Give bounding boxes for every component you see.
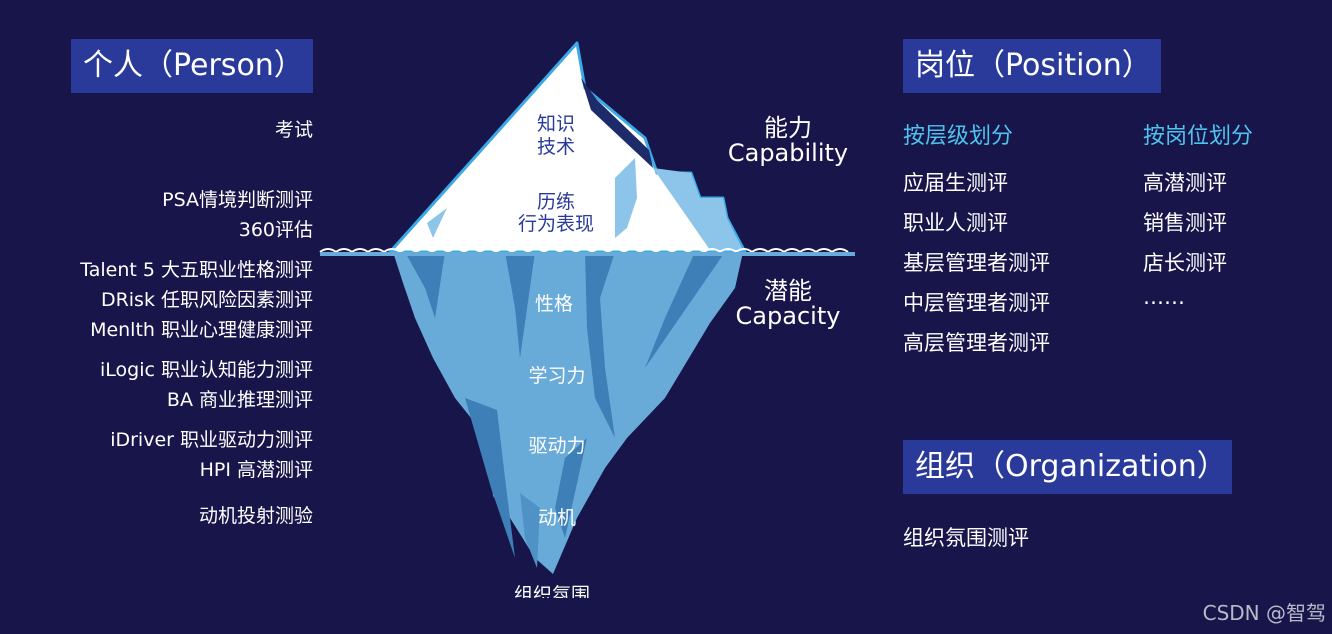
ice-label-learning: 学习力 [528, 365, 585, 387]
ice-shade [645, 252, 725, 368]
list-item: Menlth 职业心理健康测评 [90, 319, 313, 341]
ice-shade [615, 158, 637, 238]
position-header: 岗位（Position） [903, 39, 1161, 93]
list-item: 考试 [274, 119, 313, 141]
ice-shade [505, 252, 535, 358]
ice-shade [465, 398, 515, 558]
list-item: 职业人测评 [903, 211, 1008, 235]
list-item: 店长测评 [1143, 251, 1227, 275]
list-item: …… [1143, 285, 1185, 309]
iceberg-underwater [393, 252, 743, 574]
ice-shade [585, 252, 615, 438]
capability-label: 能力 Capability [724, 116, 852, 166]
list-item: 应届生测评 [903, 171, 1008, 195]
list-item: 高层管理者测评 [903, 331, 1050, 355]
capability-cn: 能力 [764, 114, 812, 142]
ice-shade [653, 168, 743, 250]
ice-shade [581, 78, 653, 168]
ice-shade [405, 252, 445, 318]
list-item: 基层管理者测评 [903, 251, 1050, 275]
ice-label-skill: 技术 [537, 136, 575, 158]
capability-en: Capability [727, 139, 849, 167]
list-item: HPI 高潜测评 [199, 459, 313, 481]
ice-shade [520, 493, 540, 568]
list-item: Talent 5 大五职业性格测评 [80, 259, 313, 281]
ice-label-personality: 性格 [535, 293, 573, 315]
list-item: 组织氛围测评 [903, 526, 1029, 550]
list-item: 高潜测评 [1143, 171, 1227, 195]
list-item: 中层管理者测评 [903, 291, 1050, 315]
list-item: iLogic 职业认知能力测评 [100, 359, 313, 381]
ice-label-motive: 动机 [538, 507, 576, 529]
list-item: 动机投射测验 [198, 505, 313, 527]
by-level-heading: 按层级划分 [903, 124, 1014, 149]
iceberg-diagram: 知识 技术 历练 行为表现 性格 学习力 驱动力 动机 组织氛围 [319, 41, 855, 598]
water-band [320, 252, 855, 256]
capacity-en: Capacity [735, 302, 841, 330]
ice-label-knowledge: 知识 [537, 113, 575, 135]
person-header: 个人（Person） [71, 39, 313, 93]
capacity-label: 潜能 Capacity [724, 279, 852, 329]
watermark: CSDN @智驾 [1202, 601, 1326, 625]
list-item: BA 商业推理测评 [166, 389, 313, 411]
list-item: PSA情境判断测评 [162, 189, 313, 211]
ice-shade [555, 438, 587, 538]
list-item: iDriver 职业驱动力测评 [110, 429, 313, 451]
list-item: DRisk 任职风险因素测评 [100, 289, 313, 311]
ice-label-base: 组织氛围 [514, 584, 590, 598]
capacity-cn: 潜能 [764, 277, 812, 305]
ice-label-experience: 历练 [537, 191, 575, 213]
organization-header: 组织（Organization） [903, 440, 1232, 494]
ice-label-behavior: 行为表现 [518, 213, 594, 235]
list-item: 销售测评 [1143, 211, 1227, 235]
ice-shade [427, 208, 447, 238]
waterline [319, 248, 849, 254]
ice-label-drive: 驱动力 [528, 435, 585, 457]
by-post-heading: 按岗位划分 [1143, 124, 1254, 149]
list-item: 360评估 [238, 219, 313, 241]
